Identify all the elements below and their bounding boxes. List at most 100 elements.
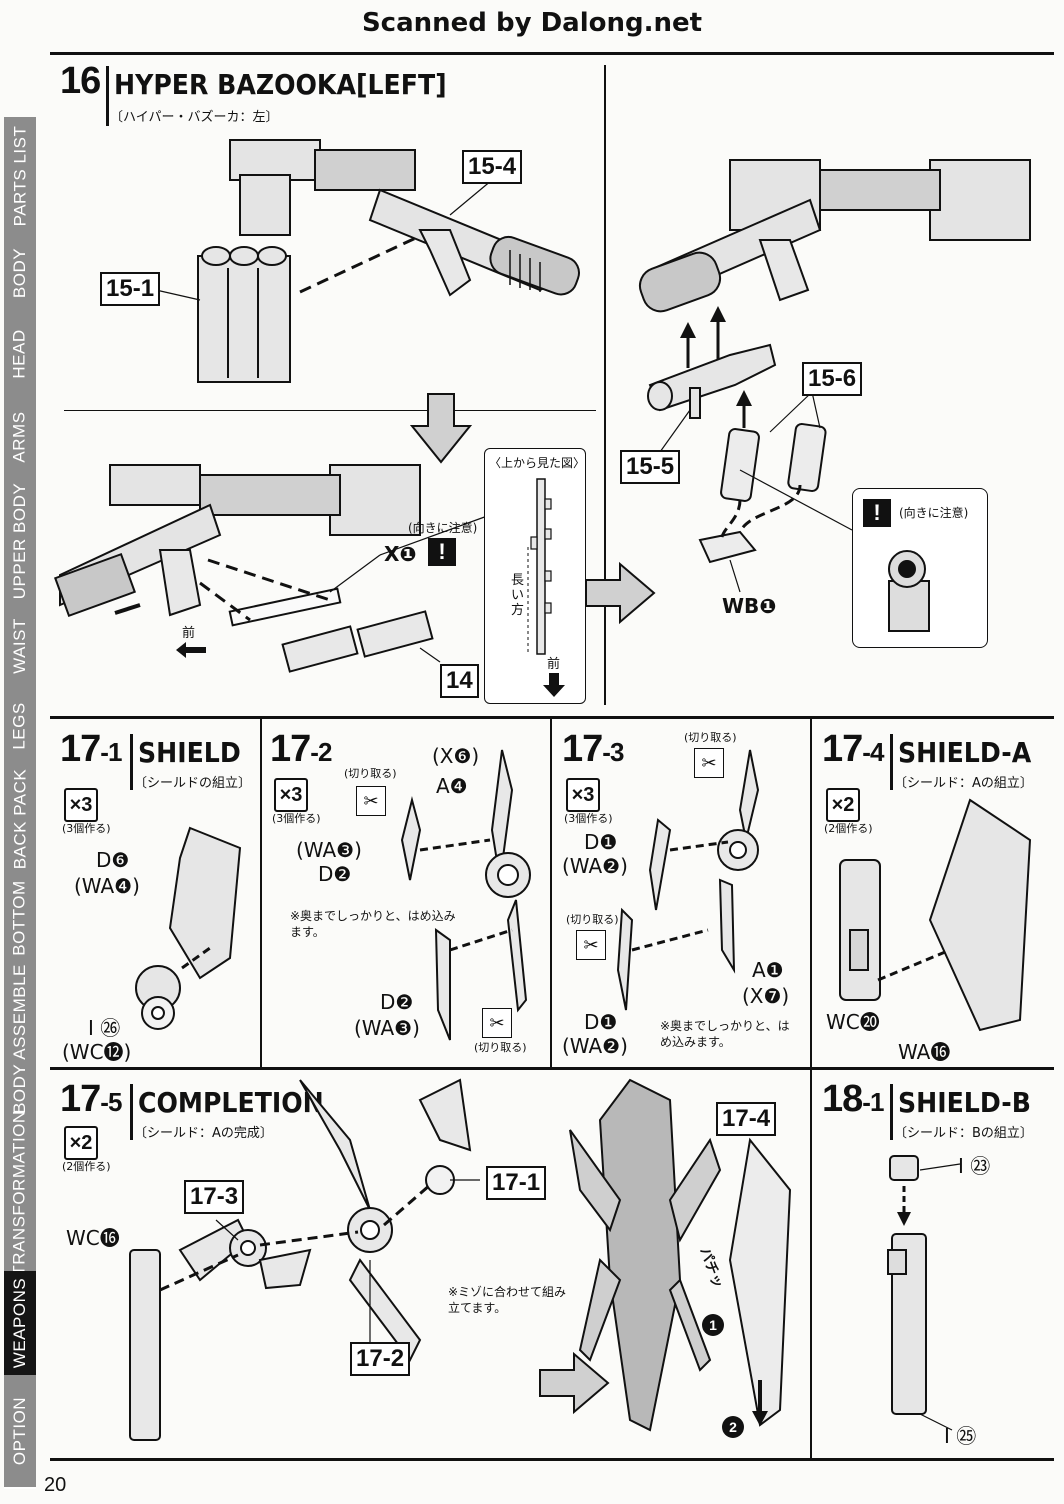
- row2-div-1: [260, 719, 262, 1067]
- sidebar-tab-body-assemble[interactable]: BODY ASSEMBLE: [4, 963, 36, 1117]
- section-sidebar: PARTS LIST BODY HEAD ARMS UPPER BODY WAI…: [0, 117, 40, 1489]
- caution-icon-2: !: [863, 499, 891, 527]
- caution-text-2: (向きに注意): [899, 506, 969, 520]
- bazooka-illustration-bottom: [53, 464, 434, 673]
- step16-title-bar: [106, 66, 109, 126]
- label-x1: X❶: [384, 542, 417, 566]
- page-number: 20: [44, 1474, 67, 1496]
- shield-b-illustration: [887, 1155, 961, 1431]
- top-view-dim: [527, 547, 529, 655]
- label-i25: I ㉕: [944, 1424, 977, 1448]
- row2-div-2: [550, 719, 552, 1067]
- step17-2-mult-note: (3個作る): [272, 812, 321, 825]
- sidebar-tab-transformation[interactable]: TRANSFORMATION: [4, 1110, 36, 1276]
- caution-panel: ! (向きに注意): [852, 488, 988, 648]
- top-view-panel: 〈上から見た図〉 長い方 前: [484, 448, 586, 704]
- caution-icon: !: [428, 538, 456, 566]
- ref-15-1: 15-1: [100, 272, 161, 306]
- row3-top-rule: [50, 1067, 1054, 1070]
- down-small-arrow-icon: [543, 673, 565, 697]
- sidebar-tab-parts-list[interactable]: PARTS LIST: [4, 117, 36, 237]
- row1-divider: [604, 65, 606, 705]
- row2-div-3: [810, 719, 812, 1067]
- step17-2-note: ※奥までしっかりと、はめ込みます。: [290, 909, 456, 939]
- label-x7: (X❼): [742, 984, 790, 1008]
- ref-17-4: 17-4: [716, 1102, 777, 1136]
- label-wa2-a: (WA❷): [562, 854, 628, 878]
- label-wc12: (WC⓬): [62, 1040, 132, 1064]
- label-wa3-a: (WA❸): [296, 838, 362, 862]
- down-arrow-icon: [409, 393, 473, 464]
- blades-17-3: [616, 749, 760, 1011]
- ref-14: 14: [440, 664, 479, 698]
- label-wa2-b: (WA❷): [562, 1034, 628, 1058]
- step17-1-multiplier: ×3: [64, 788, 98, 822]
- label-a1: A❶: [752, 958, 784, 982]
- sidebar-tab-bottom[interactable]: BOTTOM: [4, 873, 36, 965]
- label-i23: I ㉓: [958, 1154, 991, 1178]
- step17-3-number: 17-3: [562, 728, 624, 770]
- step17-3-multiplier: ×3: [566, 778, 600, 812]
- ref-15-4: 15-4: [462, 150, 523, 184]
- ref-17-1: 17-1: [486, 1166, 547, 1200]
- step17-1-title: SHIELD: [138, 736, 241, 769]
- step17-3-cut-2: (切り取る): [566, 913, 619, 926]
- sidebar-tab-option[interactable]: OPTION: [4, 1375, 36, 1489]
- label-d1-a: D❶: [584, 830, 618, 854]
- step16-subtitle: 〔ハイパー・バズーカ：左〕: [110, 110, 279, 125]
- step17-1-number: 17-1: [60, 728, 122, 770]
- step-marker-2-icon: 2: [722, 1416, 744, 1438]
- shield-frame-17-1: [135, 826, 242, 1030]
- step17-2-multiplier: ×3: [274, 778, 308, 812]
- completed-shield-illustration: [569, 1078, 792, 1432]
- label-d2-a: D❷: [318, 862, 352, 886]
- cut-icon-17-3a: ✂: [694, 748, 724, 778]
- ref-17-2: 17-2: [350, 1342, 411, 1376]
- scan-banner: Scanned by Dalong.net: [361, 8, 703, 38]
- part-15-1-box: [197, 246, 291, 383]
- sidebar-tab-arms[interactable]: ARMS: [4, 397, 36, 479]
- label-d6: D❻: [96, 848, 130, 872]
- caution-part-detail: [888, 550, 930, 632]
- sidebar-tab-body[interactable]: BODY: [4, 235, 36, 313]
- step17-5-mult-note: (2個作る): [62, 1160, 111, 1173]
- label-a4: A❹: [436, 774, 468, 798]
- label-wa16: WA⓰: [898, 1040, 951, 1064]
- ref-15-5: 15-5: [620, 450, 681, 484]
- top-rule: [50, 52, 1054, 55]
- step17-4-subtitle: 〔シールド：Aの組立〕: [894, 776, 1033, 791]
- label-wc20: WC⓴: [826, 1010, 880, 1034]
- top-view-plate: [530, 478, 552, 655]
- step17-1-title-bar: [130, 734, 133, 790]
- label-wa3-b: (WA❸): [354, 1016, 420, 1040]
- front-label: 前: [182, 626, 196, 641]
- step16-title: HYPER BAZOOKA[LEFT]: [114, 68, 447, 101]
- step17-2-cut-2: (切り取る): [474, 1041, 527, 1054]
- sidebar-tab-upper-body[interactable]: UPPER BODY: [4, 477, 36, 607]
- cut-icon-17-2a: ✂: [356, 786, 386, 816]
- bazooka-illustration-top: [229, 139, 580, 297]
- label-i26: I ㉖: [88, 1016, 121, 1040]
- shield-a-17-4: [839, 798, 1032, 1032]
- blades-17-2: [400, 749, 531, 1041]
- label-wb1: WB❶: [722, 594, 777, 618]
- right-arrow-icon: [585, 561, 656, 625]
- step17-5-subtitle: 〔シールド：Aの完成〕: [134, 1126, 273, 1141]
- completion-assembly: [129, 1078, 480, 1441]
- step16-hline: [64, 410, 596, 411]
- caution-text: (向きに注意): [408, 521, 478, 535]
- top-view-title: 〈上から見た図〉: [489, 456, 586, 470]
- step18-1-title: SHIELD-B: [898, 1086, 1031, 1119]
- ref-17-3: 17-3: [184, 1180, 245, 1214]
- step17-5-title-bar: [130, 1084, 133, 1140]
- step-marker-1-icon: 1: [702, 1314, 724, 1336]
- step17-4-mult-note: (2個作る): [824, 822, 873, 835]
- label-wc16: WC⓰: [66, 1226, 120, 1250]
- step17-3-mult-note: (3個作る): [564, 812, 613, 825]
- cut-icon-17-3b: ✂: [576, 930, 606, 960]
- step17-4-title-bar: [890, 734, 893, 790]
- step17-3-note: ※奥までしっかりと、はめ込みます。: [660, 1019, 790, 1049]
- label-d1-b: D❶: [584, 1010, 618, 1034]
